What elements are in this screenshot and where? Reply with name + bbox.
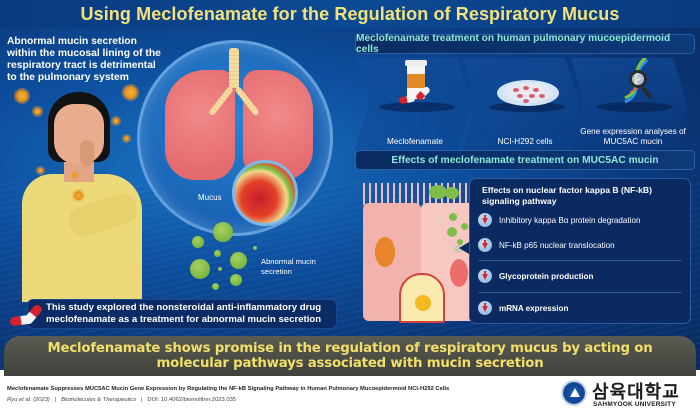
- step-cells: NCI-H292 cells: [469, 58, 581, 150]
- coughing-person-illustration: [20, 92, 150, 302]
- left-lung-illustration: [165, 70, 235, 180]
- separator: |: [54, 397, 57, 403]
- effect-text: NF-kB p65 nuclear translocation: [499, 240, 615, 250]
- virus-icon: [16, 90, 28, 102]
- infographic-poster: Using Meclofenamate for the Regulation o…: [0, 0, 700, 370]
- step-label: Meclofenamate: [387, 137, 443, 146]
- effect-text: Glycoprotein production: [499, 271, 594, 281]
- mucin-droplet: [253, 246, 257, 250]
- mucin-droplet: [230, 252, 247, 269]
- treatment-steps: Meclofenamate NCI-H292 cells: [355, 58, 695, 150]
- doi: DOI: 10.4062/biomolther.2023.035: [147, 397, 237, 403]
- effect-item: NF-kB p65 nuclear translocation: [478, 237, 615, 253]
- airway-cross-section-magnified: [232, 160, 298, 226]
- intro-text: Abnormal mucin secretion within the muco…: [7, 36, 161, 83]
- virus-icon: [124, 136, 129, 141]
- journal: Biomolecules & Therapeutics: [61, 397, 137, 403]
- effects-box-title: Effects on nuclear factor kappa B (NF-kB…: [482, 185, 652, 206]
- effect-text: mRNA expression: [499, 303, 569, 313]
- virus-icon: [74, 191, 83, 200]
- face: [54, 104, 104, 164]
- mucin-droplet: [230, 274, 242, 286]
- capsule-pills-icon: [8, 303, 44, 327]
- epithelial-cells-illustration: [363, 183, 481, 323]
- mucin-droplet: [218, 267, 222, 271]
- separator: |: [141, 397, 143, 403]
- virus-icon: [38, 168, 43, 173]
- university-emblem-icon: [561, 380, 587, 406]
- study-note-text: This study explored the nonsteroidal ant…: [46, 302, 322, 325]
- effect-item: Glycoprotein production: [478, 268, 593, 284]
- nucleus: [450, 259, 468, 287]
- virus-icon: [34, 108, 41, 115]
- effects-panel-header: Effects of meclofenamate treatment on MU…: [355, 150, 695, 170]
- nucleus: [375, 237, 395, 267]
- treatment-panel-header: Meclofenamate treatment on human pulmona…: [355, 33, 695, 55]
- step-label: NCI-H292 cells: [497, 137, 553, 146]
- virus-icon: [72, 173, 77, 178]
- effect-item: Inhibitory kappa Bα protein degradation: [478, 212, 640, 228]
- down-arrow-icon: [478, 301, 492, 315]
- trachea-illustration: [229, 48, 239, 88]
- title-bar: Using Meclofenamate for the Regulation o…: [0, 0, 700, 28]
- divider: [478, 292, 682, 293]
- paper-title: Meclofenamate Suppresses MUC5AC Mucin Ge…: [7, 386, 450, 392]
- university-name-korean: 삼육대학교: [592, 382, 680, 403]
- petri-dish-icon: [497, 80, 559, 106]
- conclusion-text: Meclofenamate shows promise in the regul…: [47, 341, 653, 371]
- conclusion-banner: Meclofenamate shows promise in the regul…: [4, 336, 696, 376]
- effect-text: Inhibitory kappa Bα protein degradation: [499, 215, 641, 225]
- step-gene-expression: Gene expression analyses of MUC5AC mucin: [577, 58, 689, 150]
- virus-icon: [113, 118, 119, 124]
- poster-title: Using Meclofenamate for the Regulation o…: [80, 3, 620, 24]
- nf-kb-effects-box: Effects on nuclear factor kappa B (NF-kB…: [469, 178, 691, 324]
- nucleus: [415, 295, 431, 311]
- citation-meta: Ryu et al. (2023) | Biomolecules & Thera…: [7, 397, 236, 403]
- abnormal-mucin-secretion-label: Abnormal mucin secretion: [261, 257, 316, 276]
- effect-item: mRNA expression: [478, 300, 568, 316]
- cilia: [363, 183, 481, 205]
- university-name-english: SAHMYOOK UNIVERSITY: [593, 401, 676, 408]
- down-arrow-icon: [478, 238, 492, 252]
- mucin-droplet: [214, 250, 221, 257]
- authors: Ryu et al. (2023): [7, 397, 50, 403]
- mucin-droplet: [190, 259, 210, 279]
- hand: [80, 140, 94, 166]
- citation-footer: Meclofenamate Suppresses MUC5AC Mucin Ge…: [0, 376, 700, 413]
- mucin-droplet: [213, 222, 233, 242]
- step-label: Gene expression analyses of MUC5AC mucin: [580, 127, 686, 146]
- down-arrow-icon: [478, 269, 492, 283]
- virus-icon: [124, 86, 137, 99]
- mucin-droplet: [212, 283, 219, 290]
- study-note-box: This study explored the nonsteroidal ant…: [27, 299, 337, 329]
- mucin-droplet: [192, 236, 204, 248]
- mucus-label: Mucus: [198, 193, 222, 202]
- callout-pointer: [459, 242, 469, 254]
- down-arrow-icon: [478, 213, 492, 227]
- divider: [478, 260, 682, 261]
- step-meclofenamate: Meclofenamate: [359, 58, 471, 150]
